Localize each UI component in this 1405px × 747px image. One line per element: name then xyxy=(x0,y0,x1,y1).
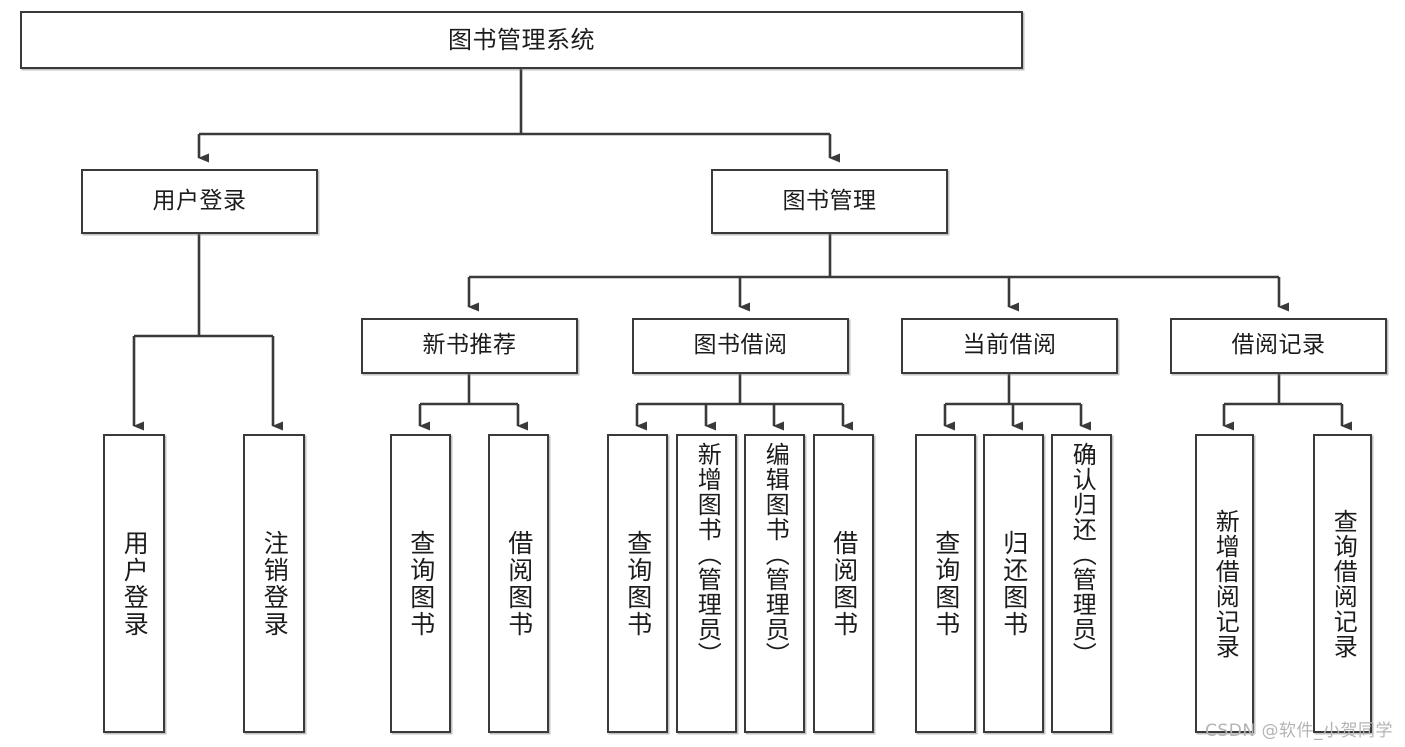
node-leaf-add-borrow-record[interactable]: 新增借阅记录 xyxy=(1195,434,1254,733)
node-label: 图书管理 xyxy=(782,187,877,214)
node-new-book-recommend[interactable]: 新书推荐 xyxy=(361,318,578,374)
node-label: 图书借阅 xyxy=(693,332,788,359)
node-label: 借阅记录 xyxy=(1231,332,1326,359)
node-leaf-user-logout[interactable]: 注销登录 xyxy=(243,434,305,733)
node-label: 查询图书 xyxy=(623,529,653,638)
node-label: 当前借阅 xyxy=(962,332,1057,359)
node-leaf-query-book-borrow[interactable]: 查询图书 xyxy=(607,434,668,733)
node-label: 用户登录 xyxy=(120,529,150,638)
node-label: 查询图书 xyxy=(931,529,961,638)
node-leaf-borrow-book[interactable]: 借阅图书 xyxy=(813,434,874,733)
node-leaf-confirm-return[interactable]: 确认归还（管理员） xyxy=(1051,434,1112,733)
node-user-login[interactable]: 用户登录 xyxy=(81,169,318,234)
node-book-borrow[interactable]: 图书借阅 xyxy=(632,318,849,374)
node-label: 图书管理系统 xyxy=(448,25,595,54)
node-label: 归还图书 xyxy=(999,529,1029,638)
node-current-borrow[interactable]: 当前借阅 xyxy=(901,318,1118,374)
node-root-system[interactable]: 图书管理系统 xyxy=(20,11,1023,69)
node-label: 新增借阅记录 xyxy=(1211,508,1240,659)
node-borrow-record[interactable]: 借阅记录 xyxy=(1170,318,1387,374)
node-label: 用户登录 xyxy=(152,187,247,214)
node-label: 借阅图书 xyxy=(504,529,534,638)
node-leaf-query-book-current[interactable]: 查询图书 xyxy=(915,434,976,733)
node-book-management[interactable]: 图书管理 xyxy=(711,169,948,234)
node-label: 查询借阅记录 xyxy=(1329,508,1358,659)
node-leaf-add-book[interactable]: 新增图书（管理员） xyxy=(676,434,737,733)
node-label: 确认归还（管理员） xyxy=(1068,442,1097,667)
node-leaf-edit-book[interactable]: 编辑图书（管理员） xyxy=(744,434,805,733)
node-leaf-user-login[interactable]: 用户登录 xyxy=(103,434,165,733)
node-leaf-borrow-book-recommend[interactable]: 借阅图书 xyxy=(488,434,549,733)
node-label: 新增图书（管理员） xyxy=(693,442,722,667)
node-label: 借阅图书 xyxy=(829,529,859,638)
csdn-watermark: CSDN @软件_小贺同学 xyxy=(1205,721,1393,741)
node-leaf-query-book-recommend[interactable]: 查询图书 xyxy=(390,434,451,733)
node-label: 注销登录 xyxy=(260,529,290,638)
node-label: 查询图书 xyxy=(406,529,436,638)
node-label: 新书推荐 xyxy=(422,332,517,359)
node-label: 编辑图书（管理员） xyxy=(761,442,790,667)
node-leaf-query-borrow-record[interactable]: 查询借阅记录 xyxy=(1313,434,1372,733)
node-leaf-return-book[interactable]: 归还图书 xyxy=(983,434,1044,733)
